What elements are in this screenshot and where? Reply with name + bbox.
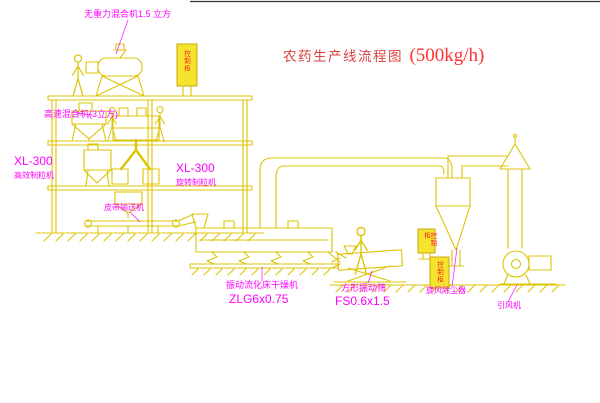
granulator-left-machine (83, 143, 112, 187)
vent-stack (499, 133, 531, 249)
label-screen-model: FS0.6x1.5 (335, 294, 390, 308)
label-granulator-center-name: 旋转制粒机 (176, 178, 216, 187)
person-figure (154, 106, 166, 143)
diagram-title: 农药生产线流程图 (500kg/h) (283, 46, 484, 65)
title-text: 农药生产线流程图 (283, 49, 403, 64)
ground-hatch-dryer (191, 268, 331, 276)
label-belt-conveyor: 皮带输送机 (104, 203, 144, 212)
cyclone-machine (435, 155, 509, 267)
cabinet-2-text: 控制柜 (422, 232, 437, 247)
label-granulator-center-model: XL-300 (176, 161, 215, 175)
label-cyclone: 旋风除尘器 (426, 286, 466, 295)
label-granulator-left-name: 高效制粒机 (14, 171, 54, 180)
label-fan: 引风机 (497, 301, 521, 310)
label-gravity-mixer: 无重力混合机1.5 立方 (84, 9, 172, 19)
belt-conveyor-machine (83, 191, 197, 234)
label-high-speed-mixer: 高速混合机(3立方) (44, 109, 118, 119)
ground-hatch-left (43, 233, 256, 242)
fan-machine (499, 250, 557, 285)
label-dryer-model: ZLG6x0.75 (229, 292, 289, 306)
gravity-mixer-machine (85, 43, 149, 97)
high-speed-mixer-machine (71, 102, 107, 142)
label-leader-lines (75, 19, 518, 303)
person-figure (354, 226, 368, 275)
title-capacity: (500kg/h) (409, 45, 485, 66)
control-cabinet-1 (176, 43, 198, 97)
label-granulator-left-model: XL-300 (14, 154, 53, 168)
exhaust-duct (259, 157, 453, 229)
granulator-center-machine (111, 107, 160, 185)
vibrating-screen-machine (331, 245, 407, 283)
person-figure (71, 54, 85, 97)
building-structure (35, 95, 265, 242)
label-screen-name: 方形振动筛 (341, 283, 387, 293)
fluid-bed-dryer-machine (189, 213, 347, 276)
label-dryer-name: 振动流化床干燥机 (226, 280, 299, 290)
person-figures (71, 54, 368, 275)
cabinet-3-text: 控制柜 (435, 261, 443, 284)
control-cabinet-3 (429, 256, 450, 289)
cabinet-1-text: 控制柜 (182, 50, 190, 73)
